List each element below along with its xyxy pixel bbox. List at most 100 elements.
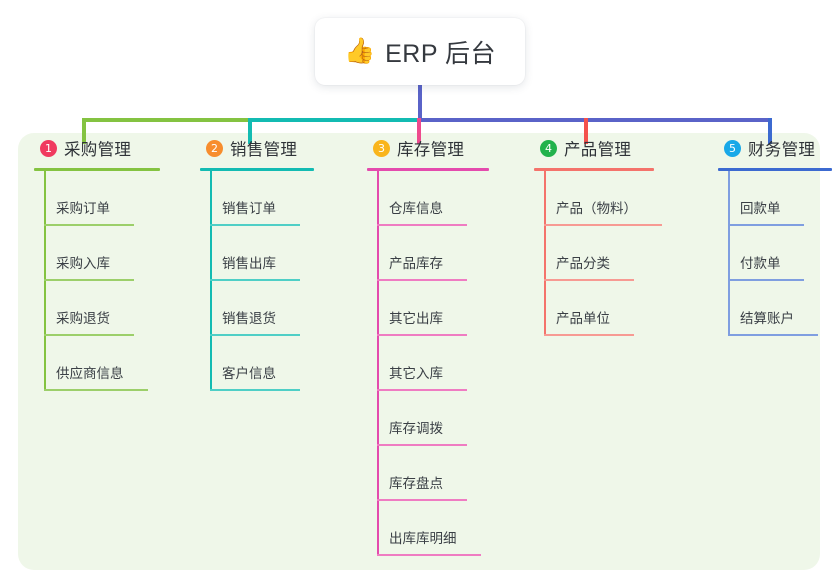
item-rule <box>544 334 634 336</box>
branch-badge-3: 3 <box>373 139 390 157</box>
item-label: 其它出库 <box>389 311 443 326</box>
list-item[interactable]: 其它出库 <box>355 281 525 336</box>
root-node-title: ERP 后台 <box>385 39 497 68</box>
list-item[interactable]: 采购退货 <box>22 281 182 336</box>
branch-header-1[interactable]: 1 采购管理 <box>22 133 182 163</box>
branch-title-4: 产品管理 <box>564 141 632 159</box>
branch-title-2: 销售管理 <box>230 141 298 159</box>
branch-spine-5 <box>728 171 730 336</box>
list-item[interactable]: 回款单 <box>706 171 836 226</box>
branch-title-5: 财务管理 <box>748 141 816 159</box>
branch-badge-4: 4 <box>540 139 557 157</box>
item-rule <box>377 389 467 391</box>
item-rule <box>210 224 300 226</box>
branch-rule-3 <box>367 168 489 171</box>
item-rule <box>377 554 481 556</box>
list-item[interactable]: 产品分类 <box>522 226 702 281</box>
branch-badge-5: 5 <box>724 139 741 157</box>
branch-rule-5 <box>718 168 832 171</box>
item-rule <box>44 334 134 336</box>
branch-rule-4 <box>534 168 654 171</box>
branch-spine-2 <box>210 171 212 391</box>
branch-header-2[interactable]: 2 销售管理 <box>188 133 348 163</box>
branch-title-3: 库存管理 <box>397 141 465 159</box>
branch-badge-2: 2 <box>206 139 223 157</box>
item-label: 销售出库 <box>222 256 276 271</box>
branch-title-1: 采购管理 <box>64 141 132 159</box>
list-item[interactable]: 其它入库 <box>355 336 525 391</box>
root-node-card[interactable]: 👍 ERP 后台 <box>315 18 525 85</box>
branch-spine-1 <box>44 171 46 391</box>
item-label: 销售订单 <box>222 201 276 216</box>
branch-header-5[interactable]: 5 财务管理 <box>706 133 836 163</box>
branch-column-1: 1 采购管理 采购订单 采购入库 采购退货 供应商信 <box>22 133 182 391</box>
branch-spine-3 <box>377 171 379 556</box>
item-label: 仓库信息 <box>389 201 443 216</box>
item-label: 出库库明细 <box>389 531 457 546</box>
item-label: 采购订单 <box>56 201 110 216</box>
item-rule <box>377 224 467 226</box>
list-item[interactable]: 出库库明细 <box>355 501 525 556</box>
item-rule <box>377 334 467 336</box>
item-label: 其它入库 <box>389 366 443 381</box>
item-label: 付款单 <box>740 256 781 271</box>
branch-columns: 1 采购管理 采购订单 采购入库 采购退货 供应商信 <box>0 133 839 570</box>
branch-column-2: 2 销售管理 销售订单 销售出库 销售退货 客户信息 <box>188 133 348 391</box>
list-item[interactable]: 销售退货 <box>188 281 348 336</box>
item-rule <box>210 334 300 336</box>
item-label: 回款单 <box>740 201 781 216</box>
item-rule <box>210 279 300 281</box>
branch-items-1: 采购订单 采购入库 采购退货 供应商信息 <box>22 171 182 391</box>
item-rule <box>728 334 818 336</box>
item-label: 产品分类 <box>556 256 610 271</box>
item-label: 库存调拨 <box>389 421 443 436</box>
item-label: 产品（物料） <box>556 201 637 216</box>
branch-header-3[interactable]: 3 库存管理 <box>355 133 525 163</box>
thumbs-up-icon: 👍 <box>343 37 376 65</box>
branch-rule-1 <box>34 168 160 171</box>
item-label: 产品库存 <box>389 256 443 271</box>
item-rule <box>210 389 300 391</box>
branch-items-4: 产品（物料） 产品分类 产品单位 <box>522 171 702 336</box>
item-rule <box>44 279 134 281</box>
list-item[interactable]: 供应商信息 <box>22 336 182 391</box>
item-rule <box>377 499 467 501</box>
list-item[interactable]: 销售出库 <box>188 226 348 281</box>
item-rule <box>377 279 467 281</box>
list-item[interactable]: 库存调拨 <box>355 391 525 446</box>
item-rule <box>44 224 134 226</box>
list-item[interactable]: 产品（物料） <box>522 171 702 226</box>
list-item[interactable]: 付款单 <box>706 226 836 281</box>
item-label: 客户信息 <box>222 366 276 381</box>
list-item[interactable]: 销售订单 <box>188 171 348 226</box>
item-label: 采购入库 <box>56 256 110 271</box>
list-item[interactable]: 库存盘点 <box>355 446 525 501</box>
branch-items-3: 仓库信息 产品库存 其它出库 其它入库 库存调拨 <box>355 171 525 556</box>
item-label: 库存盘点 <box>389 476 443 491</box>
branch-badge-1: 1 <box>40 139 57 157</box>
list-item[interactable]: 产品单位 <box>522 281 702 336</box>
branch-rule-2 <box>200 168 314 171</box>
item-rule <box>544 224 662 226</box>
item-label: 结算账户 <box>740 311 794 326</box>
item-rule <box>544 279 634 281</box>
branch-column-3: 3 库存管理 仓库信息 产品库存 其它出库 其它入库 <box>355 133 525 556</box>
item-label: 供应商信息 <box>56 366 124 381</box>
item-label: 销售退货 <box>222 311 276 326</box>
branch-spine-4 <box>544 171 546 336</box>
list-item[interactable]: 仓库信息 <box>355 171 525 226</box>
branch-items-5: 回款单 付款单 结算账户 <box>706 171 836 336</box>
list-item[interactable]: 采购入库 <box>22 226 182 281</box>
branch-header-4[interactable]: 4 产品管理 <box>522 133 702 163</box>
list-item[interactable]: 产品库存 <box>355 226 525 281</box>
list-item[interactable]: 结算账户 <box>706 281 836 336</box>
list-item[interactable]: 客户信息 <box>188 336 348 391</box>
list-item[interactable]: 采购订单 <box>22 171 182 226</box>
item-rule <box>44 389 148 391</box>
branch-items-2: 销售订单 销售出库 销售退货 客户信息 <box>188 171 348 391</box>
diagram-panel-background <box>18 133 820 570</box>
item-label: 产品单位 <box>556 311 610 326</box>
item-rule <box>728 224 804 226</box>
item-rule <box>377 444 467 446</box>
